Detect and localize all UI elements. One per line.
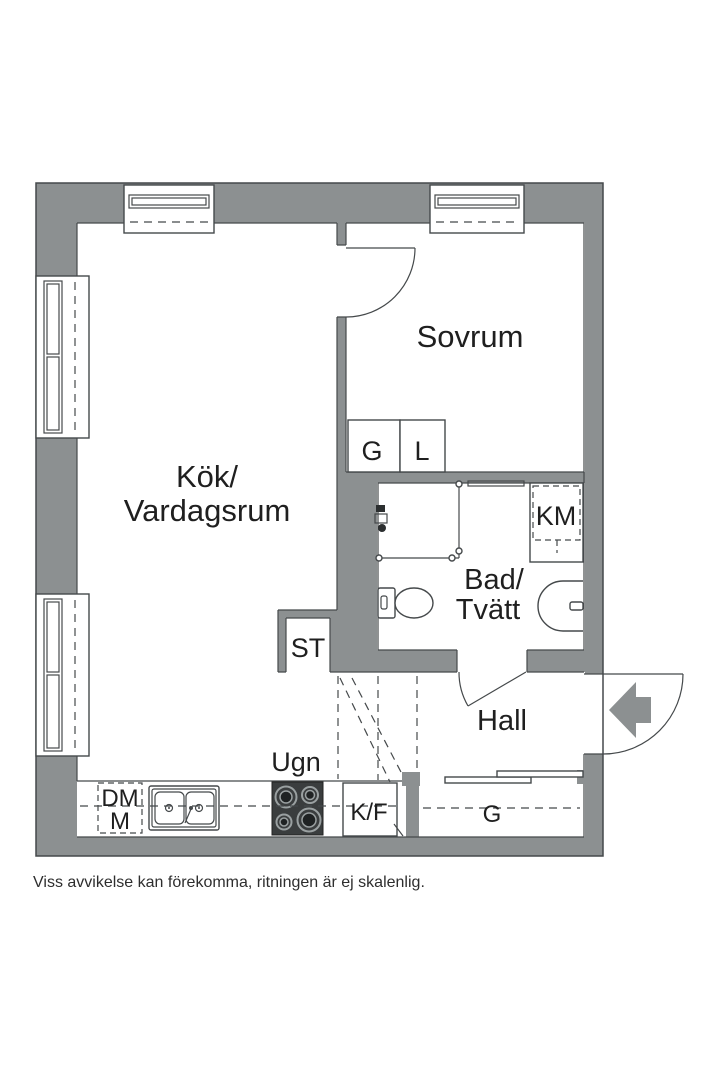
fridge-freezer-box [342,782,404,837]
window-bedroom-top [429,184,525,234]
stove-icon [271,781,324,836]
window-kitchen-top [123,184,215,234]
fridge-freezer-label: K/F [350,799,387,826]
wall-openings [337,245,603,754]
kitchen-living-label-line2: Vardagsrum [124,493,291,528]
bedroom-wardrobe-label: G [361,436,382,466]
bedroom-label: Sovrum [417,319,524,354]
bedroom-linen-label: L [414,436,429,466]
hall-label: Hall [477,705,527,737]
bathroom-label-line1: Bad/ [464,564,525,596]
window-left-upper [35,275,90,439]
sliding-wardrobe [444,770,584,784]
oven-label: Ugn [271,747,321,777]
shower-icon [374,480,463,562]
bathroom-label-line2: Tvätt [456,594,520,626]
dishwasher-micro-box [97,782,143,834]
kitchen-living-label-line1: Kök/ [176,459,238,494]
window-left-lower [35,593,90,757]
entrance-door-swing [602,673,684,755]
fixture-labels: G L KM ST Ugn DM M K/F G [101,436,576,835]
dashed-guidelines [80,676,580,809]
washing-machine-label: KM [536,501,577,531]
bathroom-shelf [467,480,525,487]
bathroom-door-swing [458,671,527,707]
sink-icon [537,580,584,632]
dishwasher-label: DM [101,785,138,812]
microwave-label: M [110,808,130,835]
toilet-icon [377,587,434,619]
hall-wardrobe-label: G [483,801,502,828]
washing-machine-box [529,482,584,563]
disclaimer-text: Viss avvikelse kan förekomma, ritningen … [33,874,425,891]
windows [35,184,525,757]
entrance-arrow-icon [609,682,651,738]
linen-l-box [399,419,446,473]
room-labels: Kök/ Vardagsrum Sovrum Bad/ Tvätt Hall [124,319,527,737]
wardrobe-g-box [347,419,401,473]
kitchen-sink-icon [148,785,220,831]
broom-closet-label: ST [291,633,326,663]
bedroom-door-swing [345,247,416,318]
